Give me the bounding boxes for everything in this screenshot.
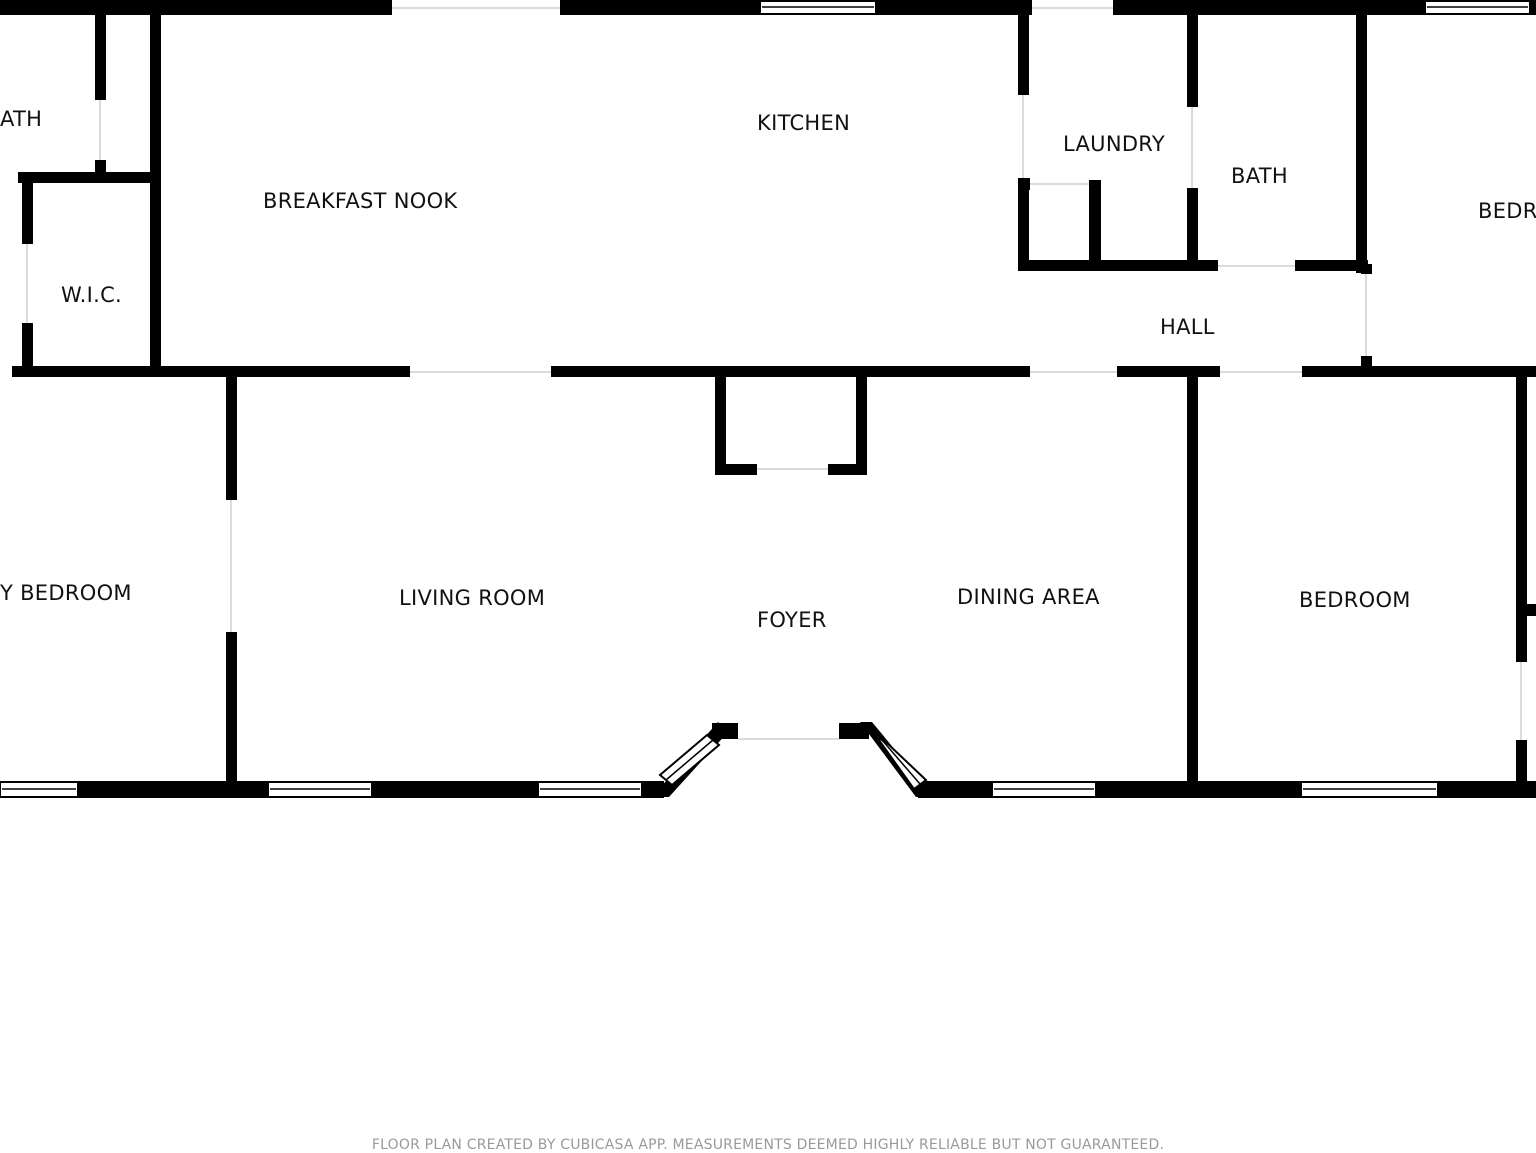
wall-fireplace-bottom-2 (828, 464, 867, 475)
wall-top-1 (0, 0, 392, 15)
wall-top-3 (876, 0, 1032, 15)
wall-hall-right (1361, 264, 1372, 274)
wall-fireplace-left (715, 372, 726, 474)
wall-bottom-5 (1096, 781, 1301, 798)
label-breakfast-nook: BREAKFAST NOOK (263, 189, 458, 213)
label-laundry: LAUNDRY (1063, 132, 1165, 156)
wall-bottom-6 (1438, 781, 1536, 798)
wall-closet-top (1018, 178, 1030, 190)
label-living-room: LIVING ROOM (399, 586, 545, 610)
label-bedroom-right-upper: BEDR (1478, 199, 1536, 223)
wall-dining-right (1187, 372, 1198, 790)
wall-bottom-2 (372, 781, 538, 798)
wall-wic-left-2 (22, 323, 33, 373)
label-foyer: FOYER (757, 608, 827, 632)
wall-wic-top (18, 172, 158, 183)
label-hall: HALL (1160, 315, 1215, 339)
wall-wic-left-1 (22, 172, 33, 244)
wall-bottom-4 (918, 781, 992, 798)
wall-mid-1 (12, 366, 410, 377)
wall-top-4 (1113, 0, 1425, 15)
wall-bay-right-stub (839, 723, 869, 739)
label-bedroom-left: Y BEDROOM (0, 581, 132, 605)
wall-nook-left (150, 15, 161, 377)
wall-mid-2 (551, 366, 1030, 377)
wall-bedroom-right-2 (1516, 740, 1527, 790)
room-labels: ATH BREAKFAST NOOK KITCHEN LAUNDRY BATH … (0, 107, 1536, 632)
label-wic: W.I.C. (61, 283, 122, 307)
wall-laundry-bath-1 (1187, 15, 1198, 107)
wall-mid-3 (1117, 366, 1220, 377)
wall-laundry-bottom-2 (1295, 260, 1368, 271)
wall-top-2 (560, 0, 760, 15)
wall-laundry-left-2 (1018, 178, 1029, 270)
wall-fireplace-right (856, 372, 867, 474)
wall-living-left-2 (226, 632, 237, 790)
wall-hall-right-2 (1361, 356, 1372, 376)
wall-laundry-left-1 (1018, 15, 1029, 95)
wall-bedroom-right-3 (1526, 604, 1536, 616)
window-lines (2, 6, 1528, 790)
wall-laundry-bottom (1018, 260, 1218, 271)
label-bedroom: BEDROOM (1299, 588, 1411, 612)
label-bath: BATH (1231, 164, 1288, 188)
label-kitchen: KITCHEN (757, 111, 850, 135)
wall-mid-4 (1302, 366, 1536, 377)
wall-bedroom-right-1 (1516, 372, 1527, 662)
label-dining-area: DINING AREA (957, 585, 1100, 609)
wall-closet-right (1089, 180, 1101, 270)
footer-disclaimer: FLOOR PLAN CREATED BY CUBICASA APP. MEAS… (371, 1137, 1165, 1153)
wall-laundry-bath-2 (1187, 188, 1198, 270)
wall-bath-right (1356, 15, 1367, 273)
openings (26, 7, 1522, 740)
wall-living-left-1 (226, 372, 237, 500)
wall-bath-left-v (95, 15, 106, 100)
wall-top-5 (1530, 0, 1536, 15)
wall-bath-left-v2 (95, 160, 106, 174)
label-bath-left: ATH (0, 107, 42, 131)
wall-bottom-1 (78, 781, 268, 798)
wall-fireplace-bottom-1 (715, 464, 757, 475)
